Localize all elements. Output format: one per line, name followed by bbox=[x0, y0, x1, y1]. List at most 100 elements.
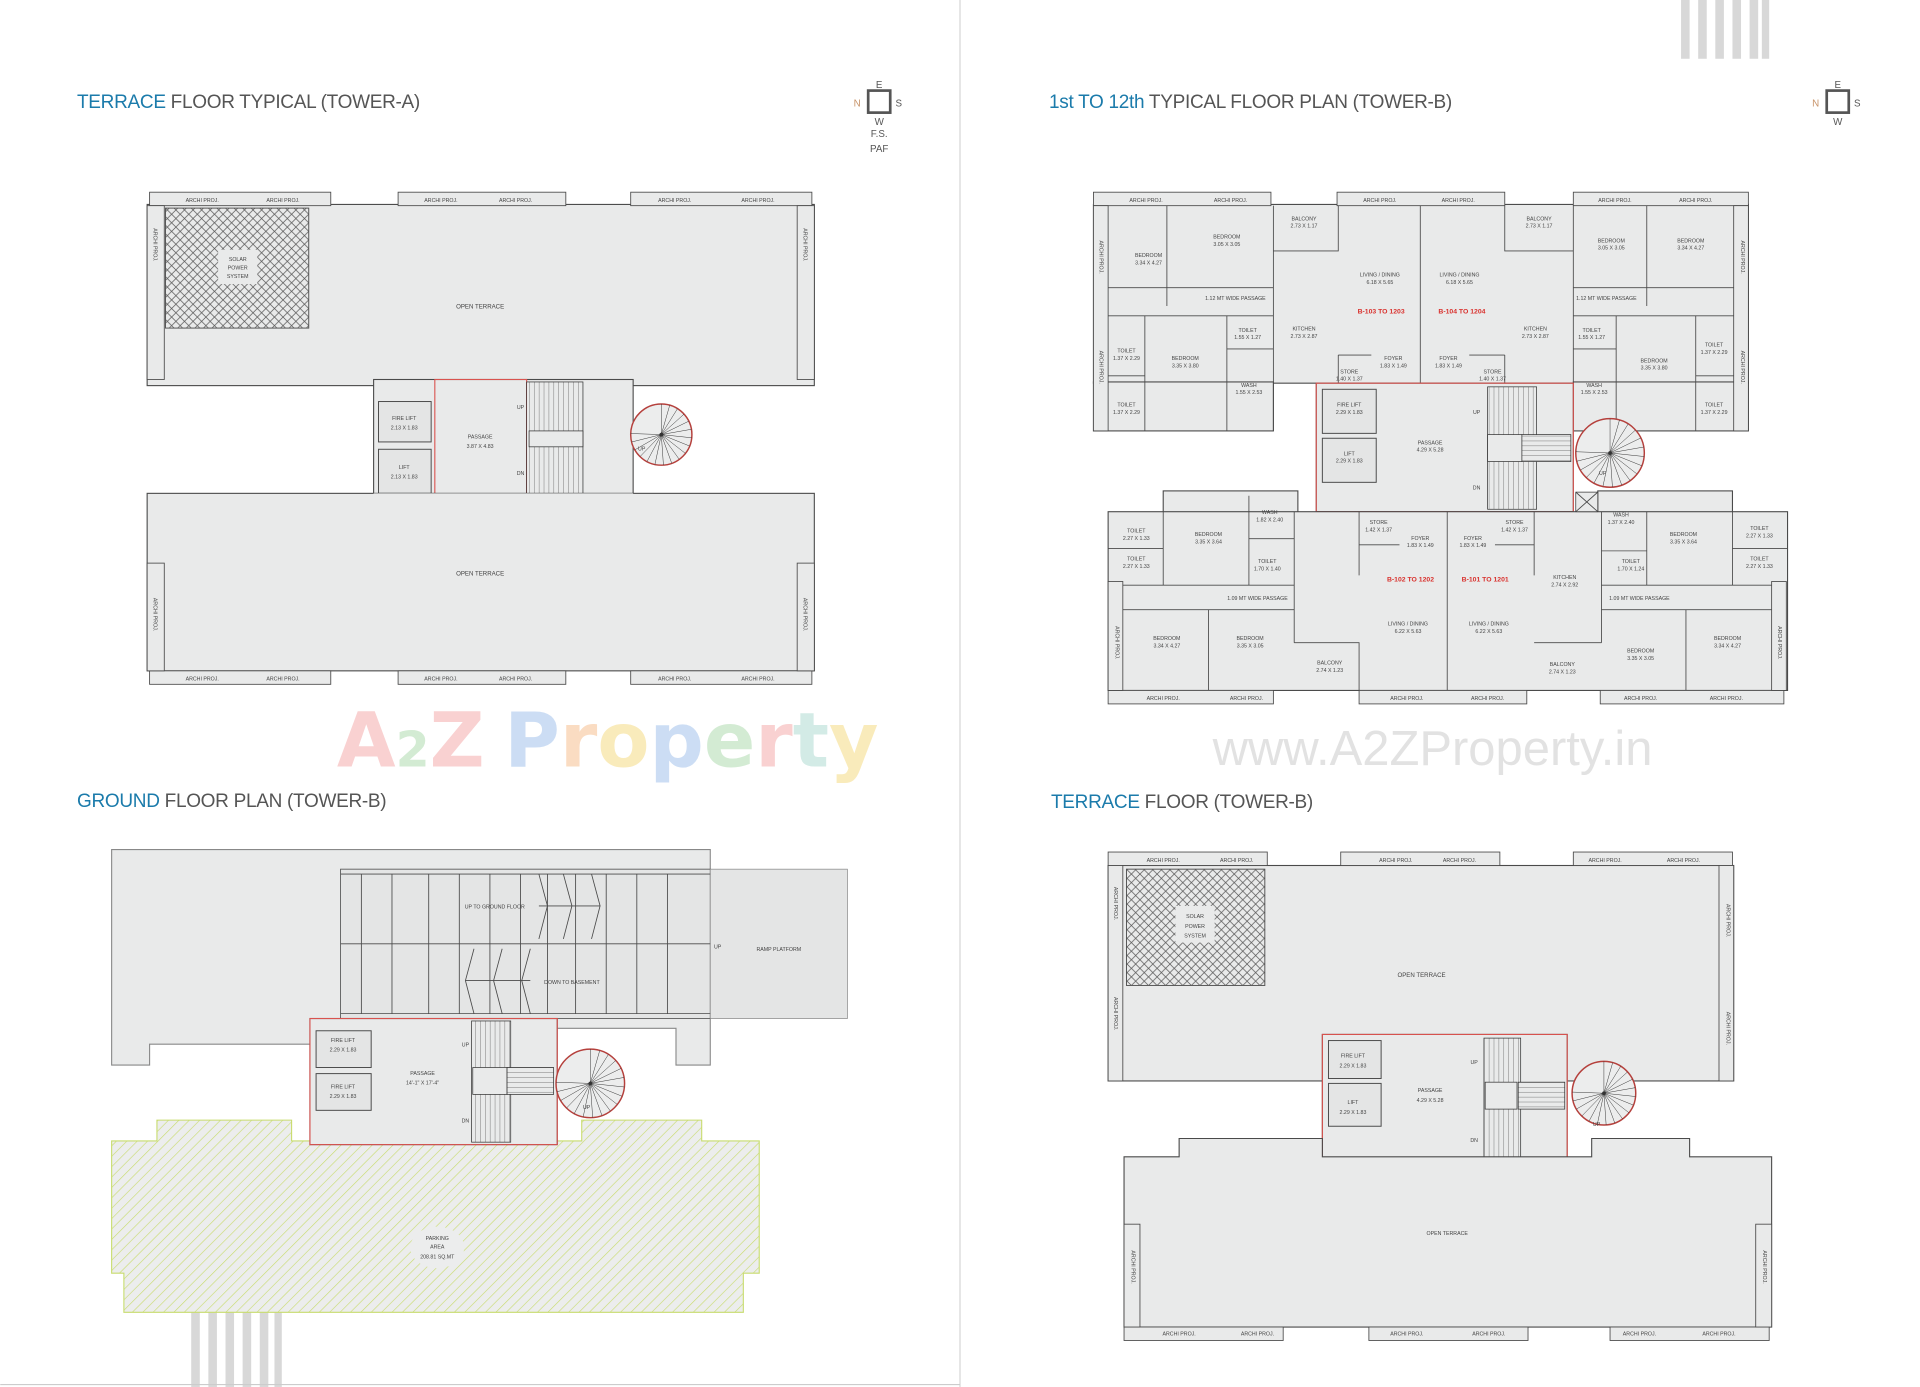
lift-size: 2.29 X 1.83 bbox=[1340, 1110, 1367, 1116]
room-size: 3.34 X 4.27 bbox=[1153, 644, 1180, 650]
archi-proj-label: ARCHI PROJ. bbox=[1710, 696, 1743, 702]
spiral-tread bbox=[661, 413, 685, 435]
archi-proj-label: ARCHI PROJ. bbox=[1098, 240, 1104, 273]
unit-number-label: B-104 TO 1204 bbox=[1438, 308, 1485, 315]
room-size: 1.83 X 1.49 bbox=[1460, 543, 1487, 549]
room-name: FOYER bbox=[1464, 536, 1482, 542]
archi-proj-label: ARCHI PROJ. bbox=[1129, 1250, 1135, 1283]
room-size: 4.29 X 5.28 bbox=[1417, 448, 1444, 454]
spiral-tread bbox=[1603, 1062, 1613, 1094]
room-name: BALCONY bbox=[1526, 216, 1552, 222]
room-size: 3.34 X 4.27 bbox=[1714, 644, 1741, 650]
room-size: 2.73 X 2.87 bbox=[1291, 334, 1318, 340]
archi-proj-label: ARCHI PROJ. bbox=[1739, 351, 1745, 384]
spiral-tread bbox=[1597, 1093, 1605, 1125]
archi-proj-label: ARCHI PROJ. bbox=[1702, 1332, 1735, 1338]
room-name: TOILET bbox=[1239, 328, 1258, 334]
spiral-tread bbox=[1609, 446, 1644, 454]
title-rest: TYPICAL FLOOR PLAN (TOWER-B) bbox=[1144, 92, 1452, 113]
room-name: LIVING / DINING bbox=[1360, 273, 1400, 279]
archi-proj-label: ARCHI PROJ. bbox=[1363, 198, 1396, 204]
room-size: 1.70 X 1.24 bbox=[1617, 566, 1644, 572]
room-name: STORE bbox=[1370, 520, 1388, 526]
archi-proj-label: ARCHI PROJ. bbox=[1214, 198, 1247, 204]
archi-proj-label: ARCHI PROJ. bbox=[1589, 858, 1622, 864]
room-size: 2.29 X 1.83 bbox=[1336, 459, 1363, 465]
solar-label: POWER bbox=[228, 265, 248, 271]
room-name: FOYER bbox=[1439, 356, 1457, 362]
archi-proj-label: ARCHI PROJ. bbox=[1667, 858, 1700, 864]
spiral-tread bbox=[1576, 452, 1611, 462]
compass-east: E bbox=[876, 80, 883, 91]
ramp-platform-label: RAMP PLATFORM bbox=[756, 947, 801, 953]
archi-proj-label: ARCHI PROJ. bbox=[1379, 858, 1412, 864]
room-name: WASH bbox=[1262, 510, 1278, 516]
fire-lift-size: 2.29 X 1.83 bbox=[1340, 1063, 1367, 1069]
fire-lift-size: 2.29 X 1.83 bbox=[330, 1048, 357, 1054]
archi-proj-label: ARCHI PROJ. bbox=[1230, 696, 1263, 702]
open-terrace-label: OPEN TERRACE bbox=[456, 570, 504, 577]
room-size: 3.35 X 3.64 bbox=[1195, 540, 1222, 546]
compass-east: E bbox=[1834, 80, 1841, 91]
archi-proj-label: ARCHI PROJ. bbox=[1761, 1250, 1767, 1283]
spiral-staircase bbox=[629, 403, 693, 466]
spiral-tread bbox=[661, 408, 678, 435]
room-name: BEDROOM bbox=[1670, 532, 1697, 538]
archi-proj-label: ARCHI PROJ. bbox=[424, 198, 457, 204]
solar-label: POWER bbox=[1185, 924, 1205, 930]
spiral-up-label: UP bbox=[1599, 471, 1607, 477]
solar-label: SYSTEM bbox=[227, 274, 249, 280]
spiral-tread bbox=[1602, 452, 1611, 487]
ramp-up-label: UP bbox=[714, 945, 722, 951]
room-size: 1.55 X 2.53 bbox=[1235, 390, 1262, 396]
archi-proj-label: ARCHI PROJ. bbox=[1129, 198, 1162, 204]
spiral-tread bbox=[661, 434, 690, 447]
archi-proj-label: ARCHI PROJ. bbox=[151, 228, 157, 261]
room-size: 1.40 X 1.37 bbox=[1479, 377, 1506, 383]
spiral-tread bbox=[590, 1060, 616, 1084]
spiral-tread bbox=[1603, 1071, 1628, 1094]
room-size: 2.73 X 2.87 bbox=[1522, 334, 1549, 340]
archi-proj-label: ARCHI PROJ. bbox=[1724, 904, 1730, 937]
room-name: TOILET bbox=[1117, 349, 1136, 355]
passage-size: 14'-1" X 17'-4" bbox=[406, 1081, 439, 1087]
room-name: LIVING / DINING bbox=[1439, 273, 1479, 279]
spiral-staircase bbox=[1575, 417, 1646, 488]
spiral-tread bbox=[1609, 437, 1641, 454]
spiral-up-label: UP bbox=[583, 1105, 591, 1111]
room-size: 6.22 X 5.63 bbox=[1395, 629, 1422, 635]
room-size: 1.70 X 1.40 bbox=[1254, 566, 1281, 572]
room-name: WASH bbox=[1586, 383, 1602, 389]
spiral-center bbox=[1608, 451, 1612, 455]
room-size: 2.74 X 2.92 bbox=[1551, 582, 1578, 588]
room-size: 2.73 X 1.17 bbox=[1291, 224, 1318, 230]
parking-area bbox=[111, 1119, 760, 1313]
spiral-tread bbox=[566, 1083, 591, 1109]
room-size: 2.27 X 1.33 bbox=[1123, 564, 1150, 570]
room-size: 3.35 X 3.05 bbox=[1627, 656, 1654, 662]
spiral-up-label: UP bbox=[638, 446, 646, 452]
spiral-tread bbox=[630, 433, 662, 435]
spiral-tread bbox=[1603, 1092, 1634, 1106]
decor-stripes-bottom bbox=[191, 1312, 282, 1387]
spiral-tread bbox=[1603, 1093, 1616, 1124]
compass-tower-a: E N S W F.S. PAF bbox=[854, 80, 903, 155]
spiral-tread bbox=[590, 1083, 611, 1112]
tower-b-terrace-plan: SOLAR POWER SYSTEM OPEN TERRACE ARCHI PR… bbox=[1107, 851, 1773, 1341]
lift-size: 2.13 X 1.83 bbox=[391, 475, 418, 481]
spiral-tread bbox=[1609, 452, 1642, 467]
archi-proj-label: ARCHI PROJ. bbox=[186, 198, 219, 204]
spiral-tread bbox=[634, 434, 662, 451]
lift bbox=[378, 448, 432, 494]
spiral-tread bbox=[654, 434, 662, 465]
spiral-tread bbox=[1572, 1092, 1604, 1102]
spiral-tread bbox=[1593, 452, 1611, 484]
room-size: 1.42 X 1.37 bbox=[1365, 527, 1392, 533]
room-size: 3.05 X 3.05 bbox=[1598, 246, 1625, 252]
ground-floor-title: GROUND FLOOR PLAN (TOWER-B) bbox=[77, 791, 387, 813]
room-name: BEDROOM bbox=[1172, 356, 1199, 362]
tower-b-terrace-title: TERRACE FLOOR (TOWER-B) bbox=[1051, 792, 1313, 814]
spiral-tread bbox=[1576, 1092, 1605, 1110]
room-name: PASSAGE bbox=[1418, 440, 1443, 446]
spiral-tread bbox=[1603, 1093, 1623, 1120]
